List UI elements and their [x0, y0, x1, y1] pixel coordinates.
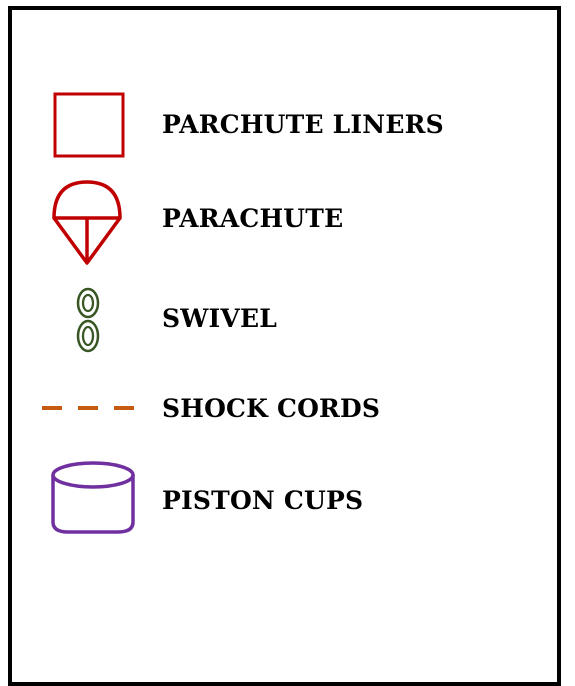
- swivel-icon: [76, 287, 100, 353]
- legend-label-parachute: PARACHUTE: [162, 204, 344, 233]
- legend-label-swivel: SWIVEL: [162, 304, 278, 333]
- legend-panel: [8, 6, 561, 686]
- cylinder-icon: [51, 461, 135, 534]
- square-outline-icon: [53, 92, 125, 158]
- legend-label-shock-cords: SHOCK CORDS: [162, 394, 381, 423]
- legend-label-parachute-liners: PARCHUTE LINERS: [162, 110, 444, 139]
- legend-label-piston-cups: PISTON CUPS: [162, 486, 364, 515]
- dashed-line-icon: [42, 406, 138, 410]
- parachute-icon: [52, 180, 122, 265]
